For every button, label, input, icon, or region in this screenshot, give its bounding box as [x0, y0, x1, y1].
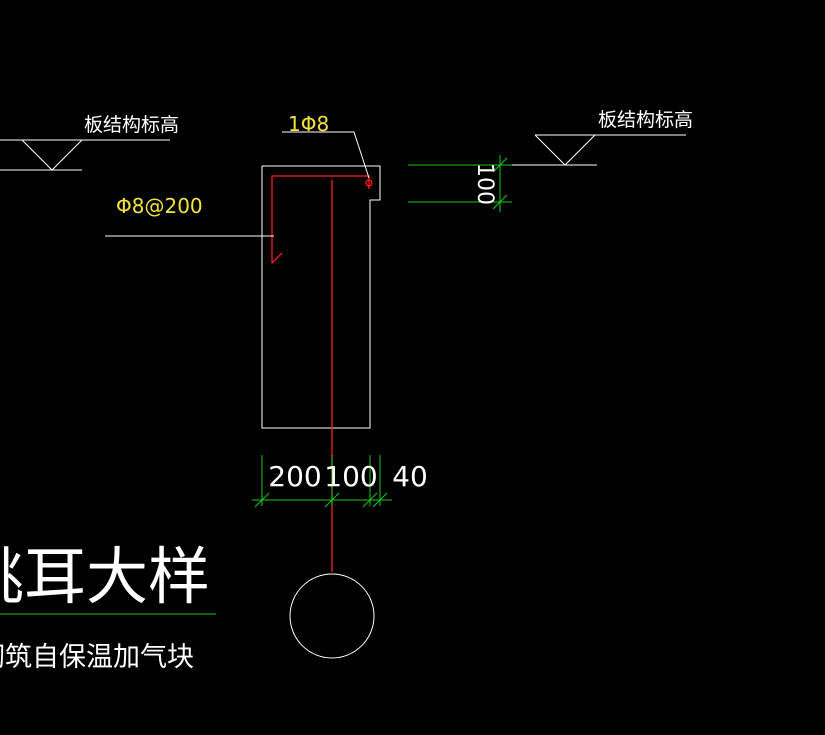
beam-outline [261, 165, 381, 429]
section-symbol-circle [289, 573, 375, 659]
elevation-label-right: 板结构标高 [598, 109, 693, 131]
rebar-top-bar [365, 179, 373, 187]
horizontal-dimension: 200 100 40 [252, 455, 428, 508]
vertical-dimension: 100 [408, 155, 512, 212]
elevation-marker-left: 板结构标高 [0, 114, 179, 171]
drawing-subtitle: 砌筑自保温加气块 [0, 642, 194, 673]
rebar-top-label: 1Φ8 [288, 112, 329, 136]
elevation-label-left: 板结构标高 [84, 114, 179, 136]
drawing-title: 挑耳大样 [0, 540, 210, 613]
rebar [271, 175, 373, 572]
elevation-marker-right: 板结构标高 [408, 109, 693, 166]
leader-top-bar: 1Φ8 [282, 112, 370, 179]
dimension-40: 40 [392, 460, 428, 493]
dimension-200: 200 [268, 460, 321, 493]
title-block: 挑耳大样 砌筑自保温加气块 [0, 540, 216, 673]
dimension-100: 100 [324, 460, 377, 493]
dimension-vertical-100: 100 [472, 163, 497, 205]
rebar-stirrup-label: Φ8@200 [116, 194, 203, 218]
leader-stirrup: Φ8@200 [105, 194, 274, 237]
